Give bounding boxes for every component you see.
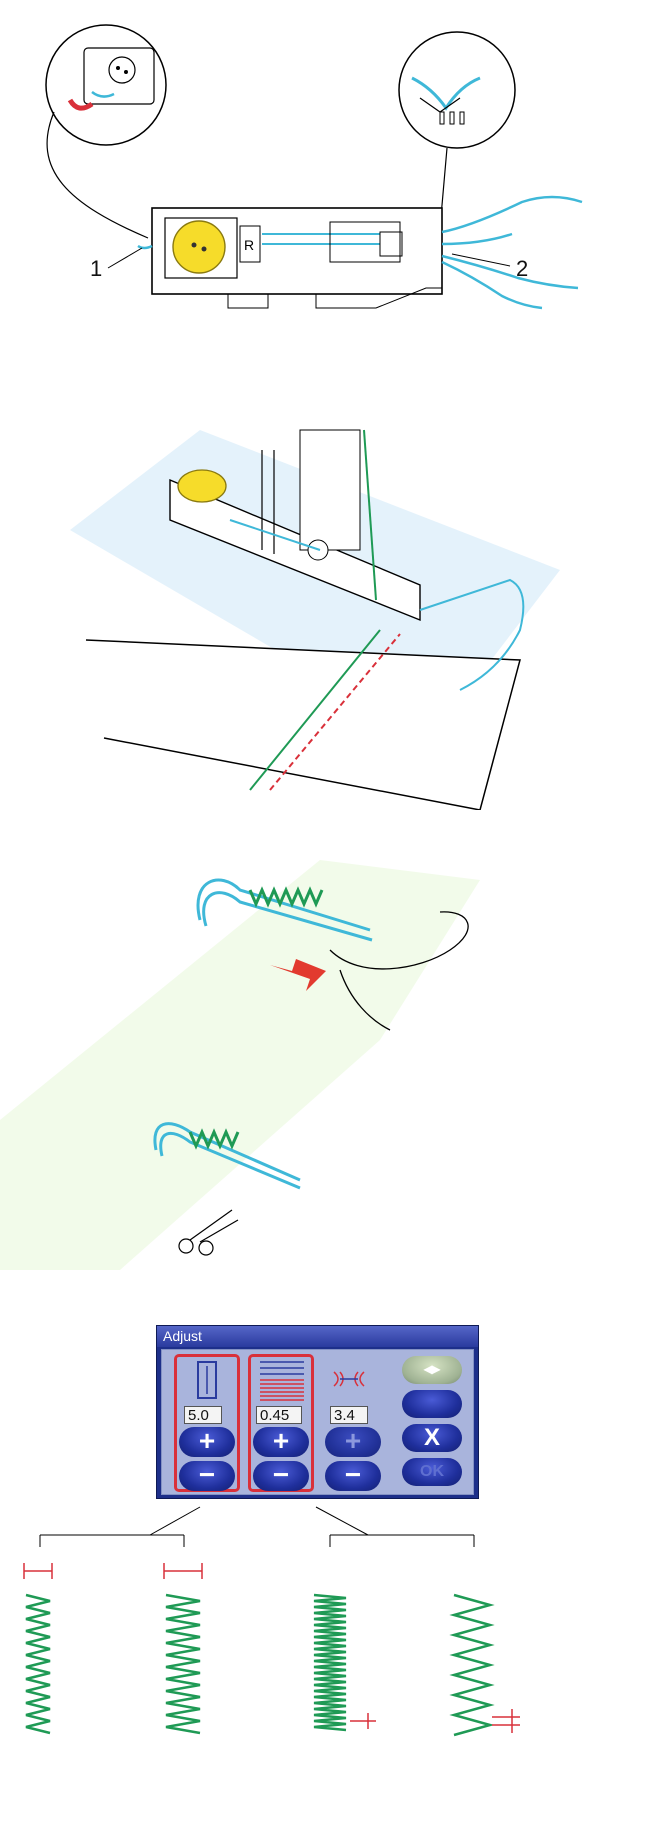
close-button[interactable]: X <box>402 1424 462 1452</box>
stitch-adjust-effects-diagram <box>23 1506 520 1737</box>
width-plus-button[interactable]: + <box>325 1427 381 1457</box>
density-plus-button[interactable]: + <box>253 1427 309 1457</box>
sewing-on-fabric-diagram <box>70 429 560 810</box>
buttonhole-length-icon <box>197 1361 217 1399</box>
density-minus-button[interactable]: − <box>253 1461 309 1491</box>
buttonhole-foot-diagram: R <box>45 24 583 310</box>
slider-letter: R <box>244 237 254 253</box>
stitch-width-icon <box>333 1371 365 1387</box>
option-button[interactable] <box>402 1390 462 1418</box>
width-value: 3.4 <box>330 1406 368 1424</box>
width-minus-button[interactable]: − <box>325 1461 381 1491</box>
length-plus-button[interactable]: + <box>179 1427 235 1457</box>
length-minus-button[interactable]: − <box>179 1461 235 1491</box>
stitch-density-icon <box>260 1361 304 1401</box>
panel-body: 5.0 + − 0.45 + − 3.4 + − ◂▸ X OK <box>161 1349 474 1495</box>
adjust-panel: Adjust 5.0 + − 0.45 + − 3.4 <box>156 1325 479 1499</box>
density-value: 0.45 <box>256 1406 302 1424</box>
arrows-button[interactable]: ◂▸ <box>402 1356 462 1384</box>
callout-2: 2 <box>516 256 529 281</box>
pulling-threads-diagram <box>0 860 480 1270</box>
panel-title: Adjust <box>157 1326 478 1347</box>
ok-button[interactable]: OK <box>402 1458 462 1486</box>
callout-1: 1 <box>90 256 103 281</box>
length-value: 5.0 <box>184 1406 222 1424</box>
